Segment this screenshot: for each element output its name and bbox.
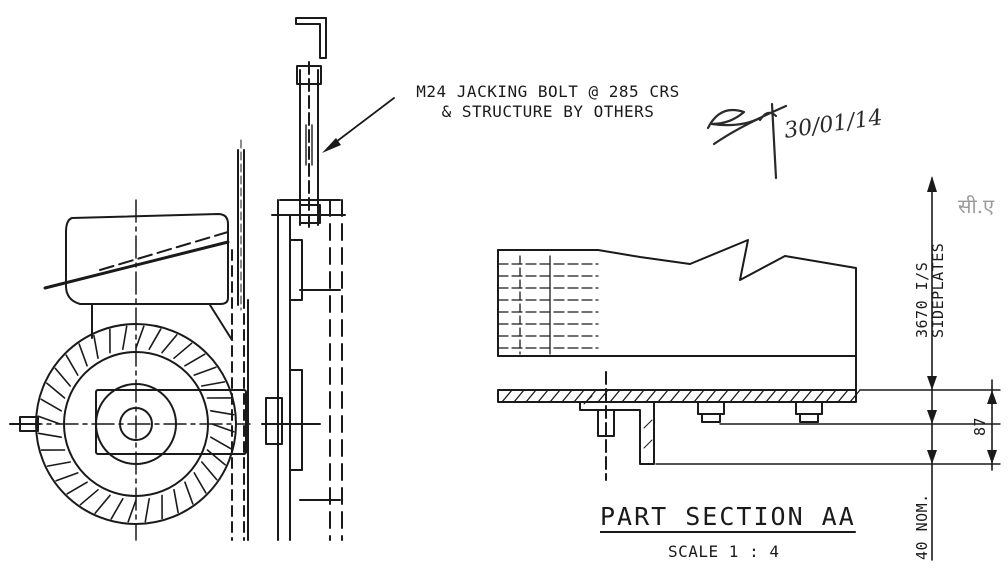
hatch-line bbox=[645, 389, 657, 403]
hatch-line bbox=[717, 389, 729, 403]
structure-column bbox=[261, 199, 346, 541]
fan-fin bbox=[54, 367, 71, 387]
hatch-line bbox=[825, 389, 837, 403]
hatch-line bbox=[549, 389, 561, 403]
signature-scribble bbox=[706, 102, 788, 180]
hatch-line bbox=[633, 389, 645, 403]
fan-fin bbox=[66, 481, 88, 495]
hatch-line bbox=[789, 389, 801, 403]
fan-fin bbox=[211, 423, 235, 433]
fan-fin bbox=[193, 472, 207, 494]
fan-fin bbox=[184, 353, 206, 367]
fan-fin bbox=[210, 436, 232, 450]
callout-leader bbox=[322, 97, 395, 153]
fan-fin bbox=[110, 497, 124, 520]
hatch-line bbox=[681, 389, 693, 403]
hatch-line bbox=[777, 389, 789, 403]
hatch-line bbox=[801, 389, 813, 403]
fan-fin bbox=[135, 325, 145, 349]
fan-fin bbox=[210, 409, 235, 416]
callout-line-2: & STRUCTURE BY OTHERS bbox=[441, 102, 655, 121]
section-scale: SCALE 1 : 4 bbox=[668, 542, 780, 561]
threaded-rod-left bbox=[237, 139, 245, 311]
fan-fin bbox=[201, 461, 218, 481]
fan-fin bbox=[206, 449, 226, 466]
hatch-line bbox=[813, 389, 825, 403]
hatch-line bbox=[729, 389, 741, 403]
hatch-line bbox=[501, 389, 513, 403]
hatch-line bbox=[561, 389, 573, 403]
fan-fin bbox=[65, 354, 79, 376]
hatch-line bbox=[837, 389, 849, 403]
dim-sideplates-label: SIDEPLATES bbox=[929, 242, 947, 338]
fan-fin bbox=[173, 488, 179, 514]
fan-fin bbox=[127, 499, 137, 523]
fan-fin bbox=[193, 366, 217, 376]
dim-sideplates: 3670 I/S SIDEPLATES bbox=[913, 242, 947, 338]
fan-fin bbox=[201, 381, 226, 387]
jacking-bolt bbox=[295, 17, 327, 231]
motor-drawing bbox=[9, 199, 251, 541]
fan-fin bbox=[78, 343, 88, 367]
fan-fin bbox=[79, 488, 99, 506]
hatch-line bbox=[657, 389, 669, 403]
callout-note: M24 JACKING BOLT @ 285 CRS & STRUCTURE B… bbox=[398, 82, 698, 122]
hatch-line bbox=[669, 389, 681, 403]
fan-fin bbox=[173, 342, 193, 360]
fan-fin bbox=[122, 325, 128, 351]
fan-fin bbox=[40, 398, 63, 412]
hatch-line bbox=[537, 389, 549, 403]
dim-sideplates-value: 3670 I/S bbox=[913, 261, 931, 338]
hatch-line bbox=[525, 389, 537, 403]
hatch-line bbox=[513, 389, 525, 403]
section-aa-drawing bbox=[497, 176, 1001, 561]
callout-line-1: M24 JACKING BOLT @ 285 CRS bbox=[416, 82, 680, 101]
hatch-line bbox=[693, 389, 705, 403]
hatch-line bbox=[705, 389, 717, 403]
hatch-line bbox=[849, 389, 861, 403]
stamp-fragment: सी.ए bbox=[958, 194, 995, 218]
fan-fin bbox=[93, 334, 99, 360]
fan-fin bbox=[144, 497, 150, 523]
fan-fin bbox=[161, 334, 178, 354]
hatch-line bbox=[609, 389, 621, 403]
hatch-line bbox=[573, 389, 585, 403]
fan-fin bbox=[46, 382, 66, 399]
hatch-line bbox=[753, 389, 765, 403]
dim-nominal: 40 NOM. bbox=[913, 493, 931, 560]
fan-fin bbox=[94, 494, 111, 514]
dim-offset: 87 bbox=[971, 416, 989, 436]
fan-fin bbox=[37, 432, 63, 439]
hatch-line bbox=[765, 389, 777, 403]
hatch-line bbox=[621, 389, 633, 403]
hatch-line bbox=[741, 389, 753, 403]
fan-fin bbox=[55, 472, 79, 482]
fan-fin bbox=[184, 481, 194, 505]
fan-fin bbox=[148, 328, 162, 351]
fan-fin bbox=[37, 415, 61, 425]
fan-fin bbox=[46, 461, 71, 467]
section-title: PART SECTION AA bbox=[600, 502, 856, 531]
